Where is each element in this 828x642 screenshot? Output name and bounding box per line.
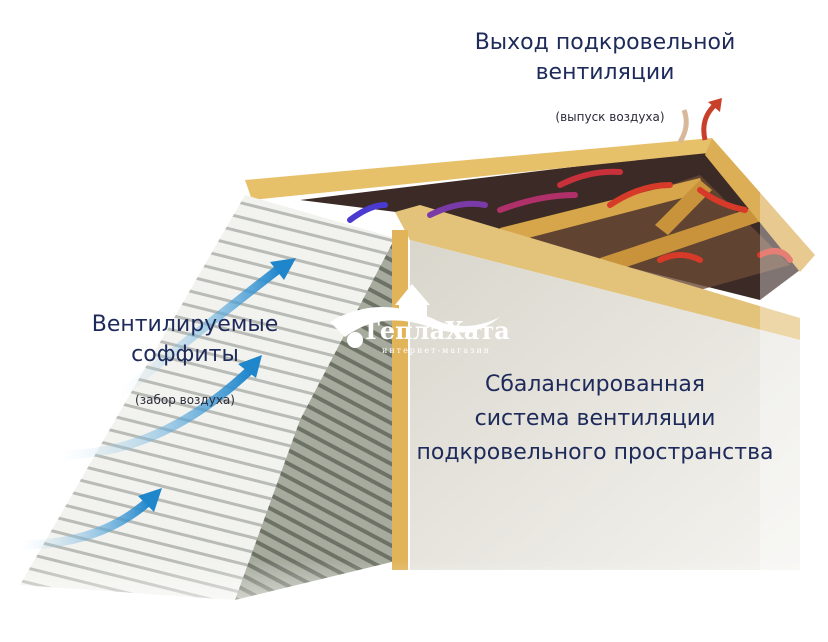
rafter <box>600 205 770 272</box>
soffit-label-line: соффиты <box>131 342 239 367</box>
arrow-head <box>708 98 722 112</box>
system-label-line: системa вентиляции <box>474 406 716 431</box>
exhaust-label-line: Выход подкровельной <box>474 30 736 55</box>
watermark-brand: ТеплаХата <box>362 316 510 345</box>
soffit-label-line: Вентилируемые <box>91 312 279 337</box>
soffit-panel <box>20 195 395 600</box>
watermark-tagline: интернет-магазин <box>382 346 492 355</box>
intake-arrows <box>15 263 285 550</box>
exhaust-arrow <box>677 109 689 144</box>
system-label-line: подкровельного пространства <box>416 440 774 465</box>
arrow-head <box>270 258 296 280</box>
system-label: Сбалансированная системa вентиляции подк… <box>390 368 800 470</box>
exhaust-label-line: вентиляции <box>535 60 675 85</box>
system-label-line: Сбалансированная <box>484 372 706 397</box>
gable-wall <box>410 240 800 570</box>
exhaust-arrow <box>701 102 718 141</box>
soffit-note: (забор воздуха) <box>135 393 235 407</box>
bottom-fade <box>0 560 828 642</box>
siding-wall <box>235 238 400 600</box>
rafter <box>655 180 712 235</box>
osb-edge <box>395 205 800 340</box>
soffit-label: Вентилируемые соффиты <box>70 310 300 370</box>
attic-flow-arrows <box>347 168 793 263</box>
watermark-logo <box>330 284 500 348</box>
roof-edge-board <box>705 138 815 272</box>
exhaust-label: Выход подкровельной вентиляции <box>455 28 755 88</box>
rafter <box>500 178 705 244</box>
exhaust-note: (выпуск воздуха) <box>555 110 665 124</box>
right-fade <box>760 0 828 642</box>
roof-edge-board <box>245 138 718 200</box>
arrow-head <box>238 355 262 378</box>
arrow-head <box>138 488 162 512</box>
